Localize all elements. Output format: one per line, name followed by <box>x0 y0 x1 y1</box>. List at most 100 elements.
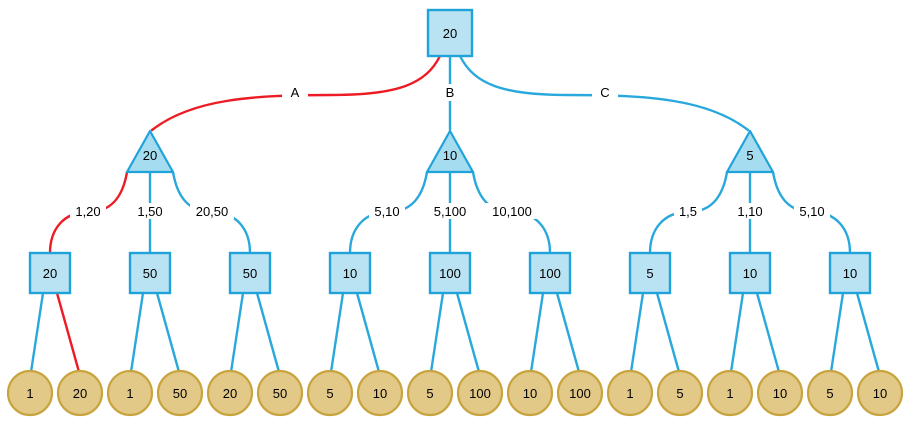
edge-leaf-b-1-left <box>429 291 445 374</box>
edge-c-2-label: 5,10 <box>799 204 824 219</box>
branch-a-label-bg <box>282 84 308 101</box>
edge-leaf-a-2-right <box>255 291 281 374</box>
triangle-node-a <box>125 129 175 174</box>
root-node-label: 20 <box>443 26 457 41</box>
leaf-node-b-0-right <box>356 369 404 417</box>
edge-leaf-c-0-right <box>655 291 681 374</box>
branch-c-label: C <box>600 85 609 100</box>
edge-b-1-label-bg <box>428 203 472 219</box>
leaf-node-c-0-right <box>656 369 704 417</box>
edge-a-2-label: 20,50 <box>196 204 229 219</box>
edge-leaf-b-0-right <box>355 291 381 374</box>
leaf-node-c-2-right <box>856 369 904 417</box>
edge-leaf-a-0-left <box>29 291 45 374</box>
triangle-node-b <box>425 129 475 174</box>
edge-a-0-label-bg <box>70 203 106 219</box>
leaf-a-0-left-label: 1 <box>26 386 33 401</box>
edge-leaf-c-2-right <box>855 291 881 374</box>
square-node-c-1 <box>728 251 772 295</box>
square-node-b-1 <box>428 251 472 295</box>
leaf-a-1-right-label: 50 <box>173 386 187 401</box>
leaf-node-a-2-left <box>206 369 254 417</box>
leaf-b-0-left-label: 5 <box>326 386 333 401</box>
branch-c-label-bg <box>592 84 618 101</box>
leaf-b-0-right-label: 10 <box>373 386 387 401</box>
leaf-node-a-0-left <box>6 369 54 417</box>
leaf-node-c-2-left <box>806 369 854 417</box>
square-c-2-label: 10 <box>843 266 857 281</box>
square-a-0-label: 20 <box>43 266 57 281</box>
leaf-c-0-right-label: 5 <box>676 386 683 401</box>
leaf-c-1-left-label: 1 <box>726 386 733 401</box>
square-node-a-1 <box>128 251 172 295</box>
square-node-c-0 <box>628 251 672 295</box>
leaf-node-a-1-left <box>106 369 154 417</box>
edge-b-0-label: 5,10 <box>374 204 399 219</box>
leaf-c-2-left-label: 5 <box>826 386 833 401</box>
leaf-b-2-left-label: 10 <box>523 386 537 401</box>
square-b-1-label: 100 <box>439 266 461 281</box>
edge-leaf-a-1-left <box>129 291 145 374</box>
triangle-node-c <box>725 129 775 174</box>
edge-leaf-b-0-left <box>329 291 345 374</box>
leaf-node-b-1-left <box>406 369 454 417</box>
triangle-a-label: 20 <box>143 148 157 163</box>
square-c-0-label: 5 <box>646 266 653 281</box>
edge-c-2-label-bg <box>794 203 830 219</box>
leaf-node-a-2-right <box>256 369 304 417</box>
edge-leaf-c-1-left <box>729 291 745 374</box>
square-node-a-2 <box>228 251 272 295</box>
square-node-c-2 <box>828 251 872 295</box>
square-a-1-label: 50 <box>143 266 157 281</box>
branch-b-label-bg <box>440 84 460 101</box>
square-c-1-label: 10 <box>743 266 757 281</box>
leaf-node-a-1-right <box>156 369 204 417</box>
leaf-node-b-2-right <box>556 369 604 417</box>
edge-c-0-label: 1,5 <box>679 204 697 219</box>
square-b-0-label: 10 <box>343 266 357 281</box>
edge-b-2-label: 10,100 <box>492 204 532 219</box>
edge-leaf-c-2-left <box>829 291 845 374</box>
leaf-node-a-0-right <box>56 369 104 417</box>
square-node-b-2 <box>528 251 572 295</box>
square-b-2-label: 100 <box>539 266 561 281</box>
edge-leaf-c-1-right <box>755 291 781 374</box>
edge-leaf-b-1-right <box>455 291 481 374</box>
square-node-b-0 <box>328 251 372 295</box>
square-a-2-label: 50 <box>243 266 257 281</box>
square-node-a-0 <box>28 251 72 295</box>
leaf-b-1-left-label: 5 <box>426 386 433 401</box>
branch-a-label: A <box>291 85 300 100</box>
edge-a-1-label-bg <box>132 203 168 219</box>
leaf-c-1-right-label: 10 <box>773 386 787 401</box>
root-node <box>426 8 474 58</box>
edge-a-2-label-bg <box>190 203 234 219</box>
edge-leaf-a-2-left <box>229 291 245 374</box>
edge-leaf-c-0-left <box>629 291 645 374</box>
leaf-node-c-1-left <box>706 369 754 417</box>
leaf-b-2-right-label: 100 <box>569 386 591 401</box>
leaf-node-b-0-left <box>306 369 354 417</box>
edge-a-0-label: 1,20 <box>75 204 100 219</box>
edge-c-0-label-bg <box>674 203 702 219</box>
edge-b-2-label-bg <box>486 203 538 219</box>
leaf-a-2-right-label: 50 <box>273 386 287 401</box>
leaf-b-1-right-label: 100 <box>469 386 491 401</box>
edge-leaf-a-0-right <box>55 291 81 374</box>
edge-c-1-label: 1,10 <box>737 204 762 219</box>
edge-leaf-b-2-right <box>555 291 581 374</box>
leaf-c-0-left-label: 1 <box>626 386 633 401</box>
leaf-node-b-1-right <box>456 369 504 417</box>
edge-branch-a <box>150 54 442 132</box>
edge-branch-c <box>458 54 750 132</box>
leaf-a-0-right-label: 20 <box>73 386 87 401</box>
leaf-node-b-2-left <box>506 369 554 417</box>
triangle-b-label: 10 <box>443 148 457 163</box>
leaf-c-2-right-label: 10 <box>873 386 887 401</box>
edge-leaf-b-2-left <box>529 291 545 374</box>
triangle-c-label: 5 <box>746 148 753 163</box>
leaf-a-1-left-label: 1 <box>126 386 133 401</box>
edge-b-1-label: 5,100 <box>434 204 467 219</box>
leaf-node-c-0-left <box>606 369 654 417</box>
